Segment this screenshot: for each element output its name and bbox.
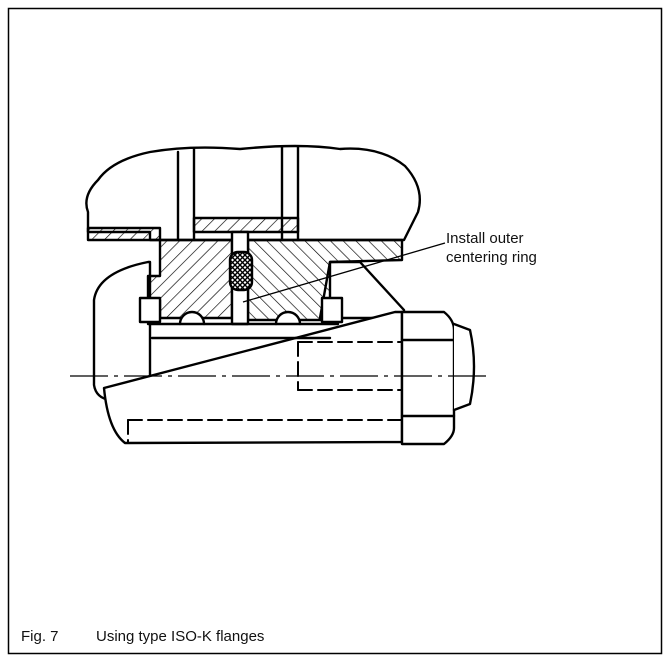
bolt-tip — [452, 322, 476, 412]
wall-base-left — [86, 226, 162, 242]
caption-number: Fig. 7 — [21, 628, 59, 645]
notch-right — [274, 310, 302, 326]
caption-text: Using type ISO-K flanges — [96, 628, 265, 645]
left-lip — [138, 296, 162, 324]
annotation-line-1: Install outer — [446, 230, 524, 247]
notch-left — [178, 310, 206, 326]
figure-caption: Fig. 7 Using type ISO-K flanges — [21, 628, 264, 645]
bolt-head — [400, 310, 456, 446]
vacuum-chamber-wall — [85, 144, 422, 242]
right-lip — [320, 296, 344, 324]
annotation-line-2: centering ring — [446, 249, 537, 266]
o-ring — [228, 250, 254, 292]
wall-base-center — [192, 216, 300, 234]
figure-border — [7, 7, 663, 655]
leader-line — [242, 242, 446, 303]
